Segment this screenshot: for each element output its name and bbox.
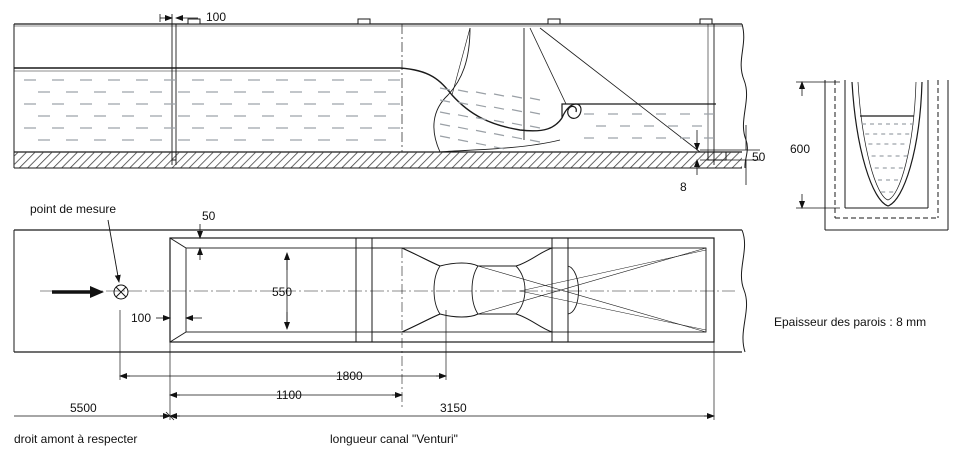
wall-thickness-label: Epaisseur des parois : 8 mm	[774, 315, 926, 329]
flow-direction-arrow-icon	[52, 286, 104, 298]
water-dash	[511, 109, 523, 113]
venturi-length-label: longueur canal "Venturi"	[330, 432, 458, 446]
water-dash	[493, 119, 505, 123]
dim-1800: 1800	[336, 369, 363, 383]
water-dash	[493, 146, 505, 150]
measurement-point-leader	[107, 219, 121, 283]
dim-8-gap: 8	[680, 180, 687, 194]
water-dash	[493, 133, 505, 137]
upstream-straight-label: droit amont à respecter	[14, 432, 137, 446]
water-dash	[511, 136, 523, 140]
dim-5500: 5500	[70, 401, 97, 415]
water-dash	[511, 95, 523, 99]
water-dash	[529, 111, 541, 115]
water-dash	[529, 139, 541, 143]
dim-550-throat: 550	[272, 285, 292, 299]
plan-dimensions	[14, 224, 715, 421]
water-dash	[457, 126, 469, 130]
water-dash	[439, 111, 451, 115]
water-dash	[475, 104, 487, 108]
water-dash	[475, 129, 487, 133]
water-dash	[457, 139, 469, 143]
floor-hatching	[14, 152, 742, 168]
plan-view	[13, 229, 748, 420]
measurement-point-label: point de mesure	[30, 202, 116, 216]
dim-50-wall: 50	[202, 209, 216, 223]
measurement-point-cross-icon	[113, 284, 129, 300]
water-dash	[439, 123, 451, 127]
water-dash	[475, 91, 487, 95]
side-elevation	[13, 14, 748, 169]
water-dash	[493, 106, 505, 110]
dim-600-height: 600	[790, 142, 810, 156]
water-dash	[511, 122, 523, 126]
dim-100-offset: 100	[131, 311, 151, 325]
dim-100-top: 100	[206, 10, 226, 24]
dim-50-step: 50	[752, 150, 766, 164]
water-dash	[475, 117, 487, 121]
water-dash	[457, 89, 469, 93]
water-dash	[475, 142, 487, 146]
water-dash	[529, 125, 541, 129]
water-dash	[439, 87, 451, 91]
water-dash	[457, 114, 469, 118]
dim-1100: 1100	[276, 388, 302, 402]
cross-section-water	[862, 123, 914, 193]
water-dash	[439, 99, 451, 103]
cross-section	[824, 80, 949, 231]
water-dash	[529, 97, 541, 101]
water-dash	[439, 135, 451, 139]
side-water-dashes	[24, 79, 714, 150]
dim-3150: 3150	[440, 401, 467, 415]
water-dash	[493, 93, 505, 97]
cross-section-dimension	[796, 81, 840, 209]
water-dash	[457, 101, 469, 105]
side-dimensions	[159, 14, 760, 185]
